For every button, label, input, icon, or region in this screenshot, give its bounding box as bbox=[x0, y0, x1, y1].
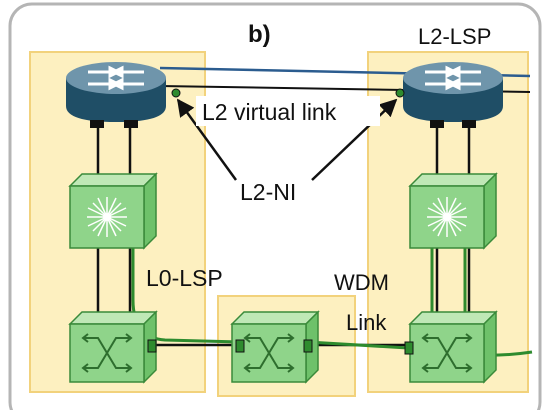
router-icon bbox=[403, 62, 503, 122]
oxc-switch-icon bbox=[408, 310, 498, 384]
l2-virtual-link-label-bg bbox=[196, 96, 380, 126]
l2-lsp-label: L2-LSP bbox=[418, 24, 491, 49]
transponder-icon bbox=[68, 172, 158, 250]
link-label: Link bbox=[346, 310, 387, 335]
panel-label: b) bbox=[248, 21, 271, 48]
l2-ni-right-dot bbox=[395, 88, 405, 98]
l0-lsp-label: L0-LSP bbox=[146, 265, 223, 291]
wdm-label: WDM bbox=[334, 270, 389, 295]
wdm-ports bbox=[147, 339, 414, 355]
l2-ni-label: L2-NI bbox=[240, 179, 296, 205]
outer-frame bbox=[8, 2, 542, 410]
l2-ni-arrow-left bbox=[176, 98, 238, 181]
oxc-switch-icon bbox=[68, 310, 158, 384]
l2-virtual-link-label: L2 virtual link bbox=[202, 99, 337, 125]
router-icon bbox=[66, 62, 166, 122]
transponder-icon bbox=[408, 172, 498, 250]
l2-ni-left-dot bbox=[171, 88, 181, 98]
router-ports bbox=[90, 120, 476, 128]
left-vertical-links bbox=[96, 122, 132, 318]
l2-ni-arrow-right bbox=[311, 98, 398, 181]
right-vertical-links bbox=[435, 122, 471, 318]
